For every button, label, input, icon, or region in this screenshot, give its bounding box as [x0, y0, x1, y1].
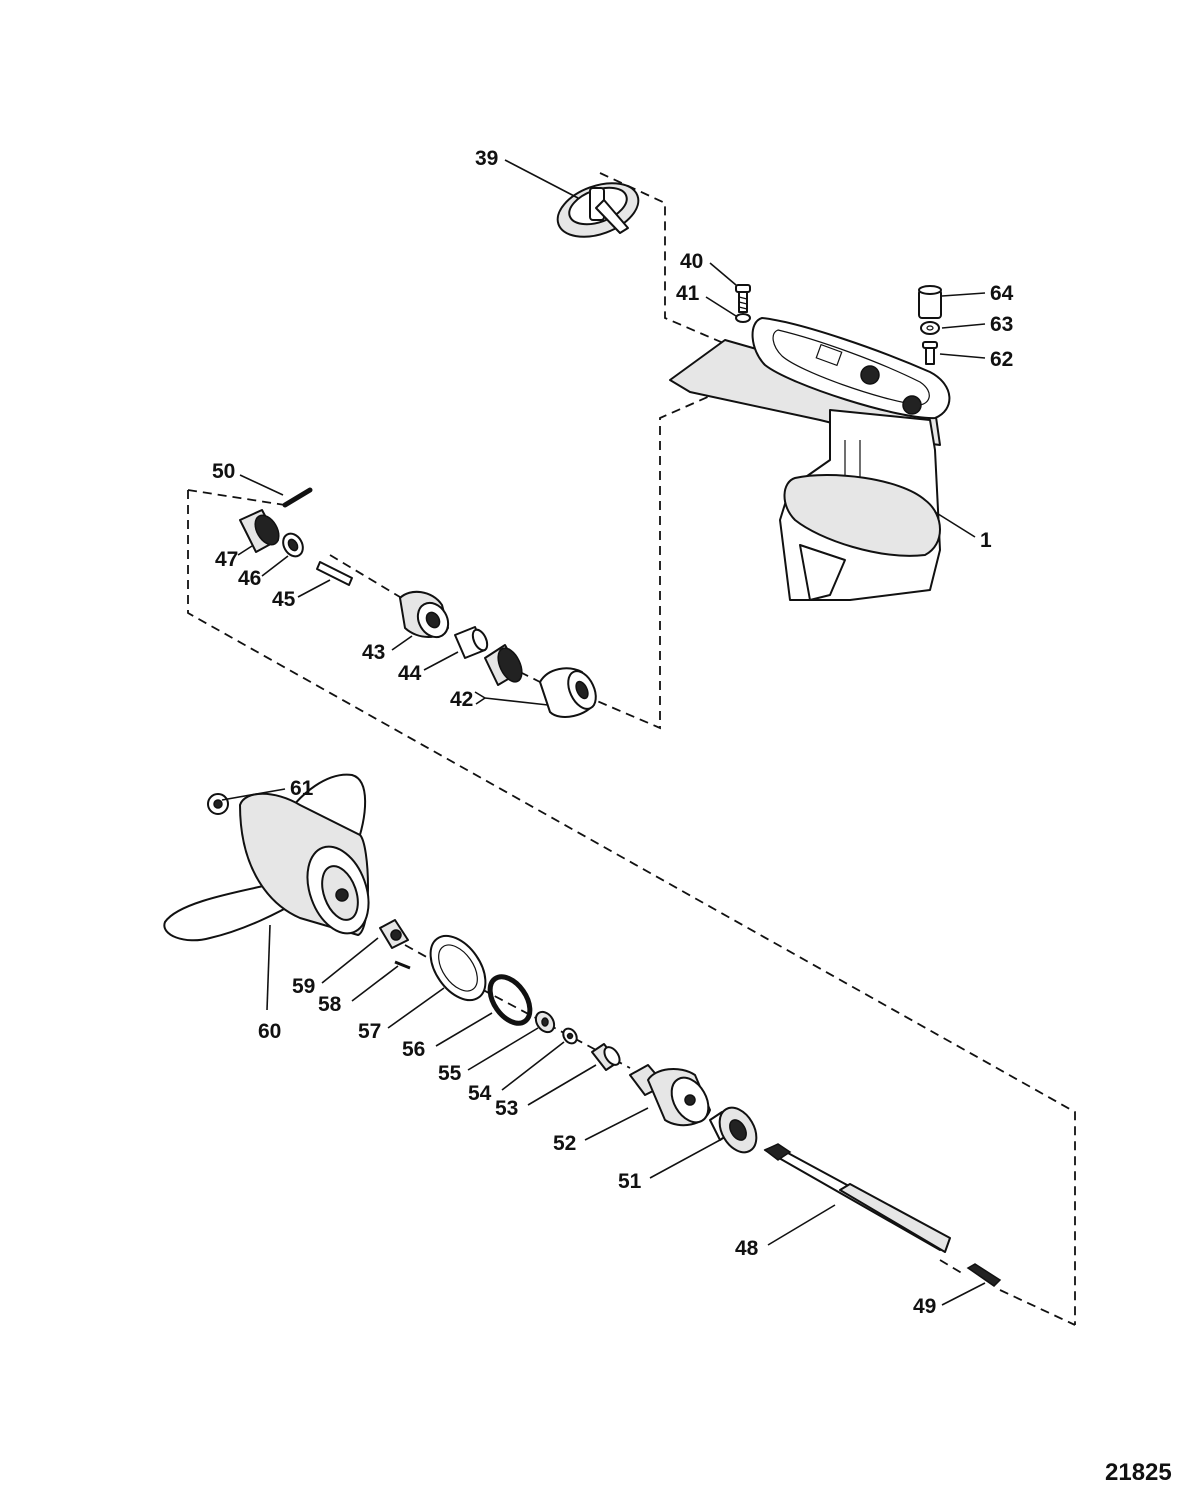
part-56-oring	[487, 974, 533, 1026]
callout-59: 59	[292, 975, 315, 998]
callout-39: 39	[475, 147, 498, 170]
part-63-washer	[920, 321, 940, 335]
callout-50: 50	[212, 460, 235, 483]
part-61-prop-nut	[207, 793, 229, 815]
part-62-screw	[922, 341, 938, 365]
part-53-bushing	[591, 1043, 621, 1071]
callout-57: 57	[358, 1020, 381, 1043]
callout-62: 62	[990, 348, 1013, 371]
callout-60: 60	[258, 1020, 281, 1043]
part-45-shaft	[316, 561, 353, 586]
assembly-dashed-lines	[187, 172, 1076, 1326]
part-60-propeller	[163, 773, 370, 942]
part-55-bearing	[534, 1010, 556, 1034]
callout-49: 49	[913, 1295, 936, 1318]
callout-43: 43	[362, 641, 385, 664]
callout-53: 53	[495, 1097, 518, 1120]
figure-number: 21825	[1105, 1459, 1172, 1486]
callout-61: 61	[290, 777, 314, 800]
callout-52: 52	[553, 1132, 576, 1155]
callout-56: 56	[402, 1038, 425, 1061]
part-39-cover	[556, 182, 640, 238]
callout-51: 51	[618, 1170, 642, 1193]
callout-55: 55	[438, 1062, 462, 1085]
callout-42: 42	[450, 688, 473, 711]
part-59-thrust-hub	[379, 919, 409, 949]
part-48-propeller-shaft	[763, 1143, 951, 1253]
callout-45: 45	[272, 588, 296, 611]
part-52-bearing-carrier	[629, 1064, 711, 1127]
callout-46: 46	[238, 567, 261, 590]
part-43-forward-gear	[399, 590, 450, 639]
part-40-screw	[735, 284, 751, 313]
callout-1: 1	[980, 529, 992, 552]
part-51-reverse-gear	[709, 1106, 758, 1154]
callout-41: 41	[676, 282, 700, 305]
part-58-pin	[394, 960, 411, 970]
leader-lines	[221, 159, 986, 1306]
callout-58: 58	[318, 993, 342, 1016]
part-46-retaining-ring	[282, 532, 304, 558]
part-47-pinion-gear	[239, 509, 280, 553]
part-64-bushing	[918, 285, 942, 319]
callout-47: 47	[215, 548, 238, 571]
callout-54: 54	[468, 1082, 492, 1105]
part-41-washer	[735, 313, 751, 323]
part-44-sleeve	[454, 626, 489, 659]
callout-64: 64	[990, 282, 1014, 305]
callout-63: 63	[990, 313, 1013, 336]
part-42-bearing	[484, 644, 597, 718]
part-49-actuator	[966, 1263, 1002, 1287]
part-57-washer	[429, 934, 487, 1002]
part-50-pin	[282, 487, 313, 508]
callout-labels: 39 40 41 64 63 62 1 50 47 46 45 43 44 42…	[212, 147, 1014, 1318]
part-1-gear-housing	[669, 317, 951, 601]
callout-40: 40	[680, 250, 703, 273]
part-54-washer	[562, 1027, 578, 1045]
callout-44: 44	[398, 662, 422, 685]
callout-48: 48	[735, 1237, 759, 1260]
